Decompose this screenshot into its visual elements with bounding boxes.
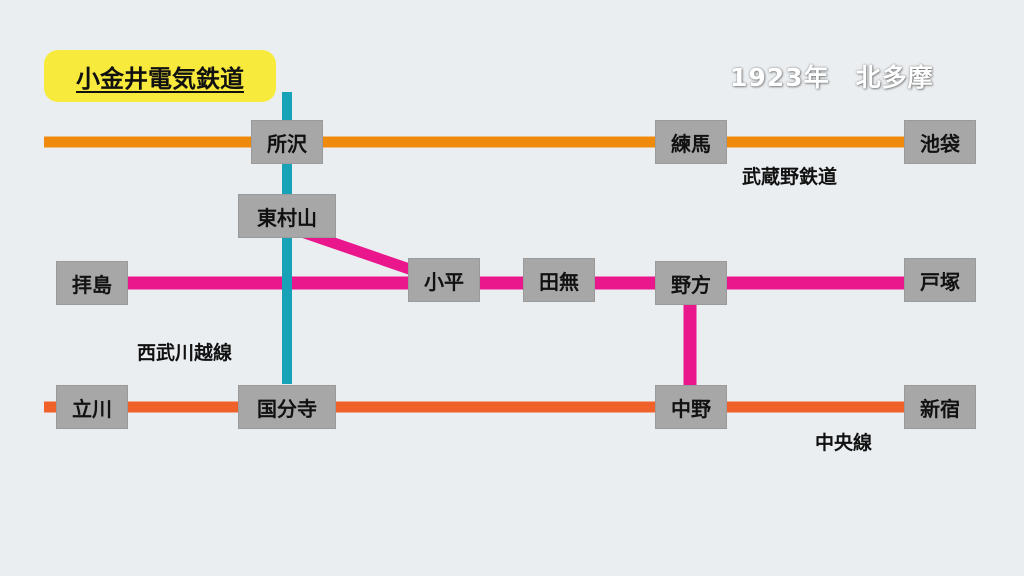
station-ikebukuro: 池袋	[904, 120, 976, 164]
label-chuo-line: 中央線	[815, 432, 873, 454]
map-title-badge: 小金井電気鉄道	[44, 50, 276, 102]
map-title: 小金井電気鉄道	[76, 64, 244, 93]
station-totsuka: 戸塚	[904, 258, 976, 302]
station-haijima: 拝島	[56, 261, 128, 305]
station-shinjuku: 新宿	[904, 385, 976, 429]
station-tachikawa: 立川	[56, 385, 128, 429]
station-nakano: 中野	[655, 385, 727, 429]
station-tanashi: 田無	[523, 258, 595, 302]
station-kodaira: 小平	[408, 258, 480, 302]
station-nerima: 練馬	[655, 120, 727, 164]
label-seibu-kawagoe-line: 西武川越線	[137, 342, 233, 364]
label-musashino-railway: 武蔵野鉄道	[742, 166, 838, 188]
era-label: 1923年 北多摩	[730, 63, 934, 92]
station-higashimurayama: 東村山	[238, 194, 336, 238]
station-kokubunji: 国分寺	[238, 385, 336, 429]
station-tokorozawa: 所沢	[251, 120, 323, 164]
station-nogata: 野方	[655, 261, 727, 305]
